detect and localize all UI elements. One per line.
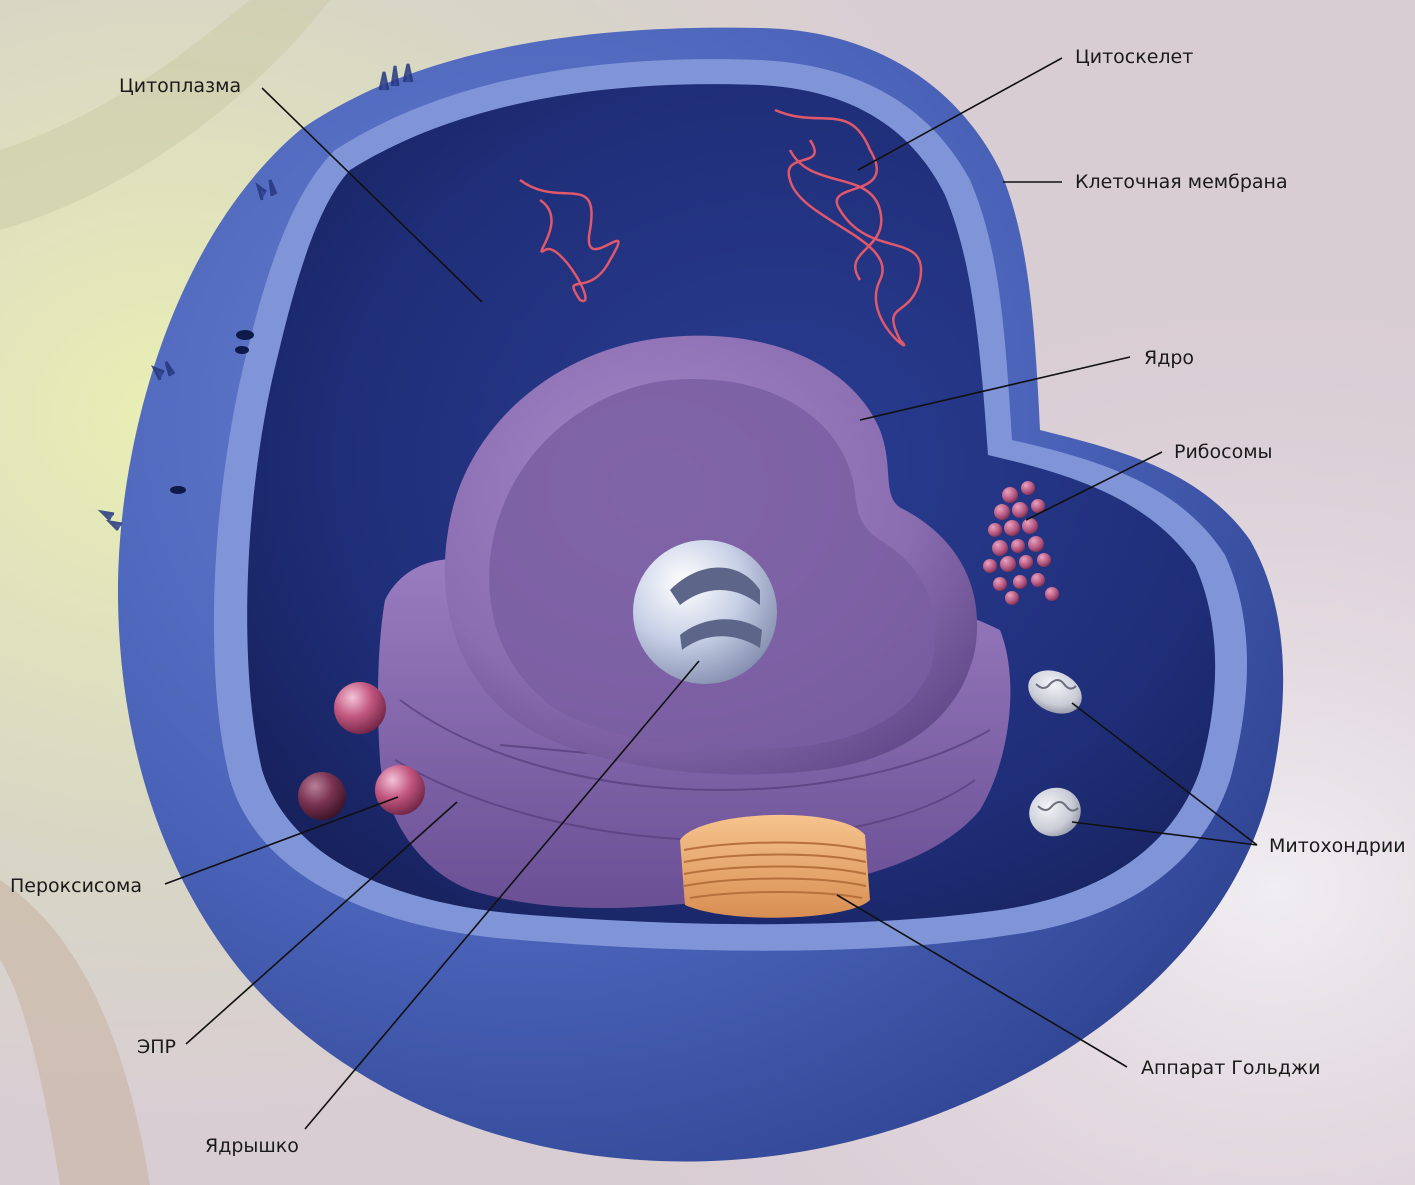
label-peroxisome: Пероксисома xyxy=(10,875,142,897)
label-cytoplasm: Цитоплазма xyxy=(119,75,241,97)
label-golgi: Аппарат Гольджи xyxy=(1141,1057,1320,1079)
label-er: ЭПР xyxy=(137,1036,176,1058)
peroxisome xyxy=(298,772,346,820)
label-nucleus: Ядро xyxy=(1144,347,1194,369)
peroxisome xyxy=(334,682,386,734)
label-nucleolus: Ядрышко xyxy=(205,1135,299,1157)
golgi-apparatus xyxy=(680,815,870,918)
label-cell-membrane: Клеточная мембрана xyxy=(1075,171,1288,193)
label-cytoskeleton: Цитоскелет xyxy=(1075,46,1193,68)
label-ribosomes: Рибосомы xyxy=(1174,441,1273,463)
nucleolus xyxy=(633,540,777,684)
peroxisome xyxy=(375,765,425,815)
label-mitochondria: Митохондрии xyxy=(1269,835,1406,857)
